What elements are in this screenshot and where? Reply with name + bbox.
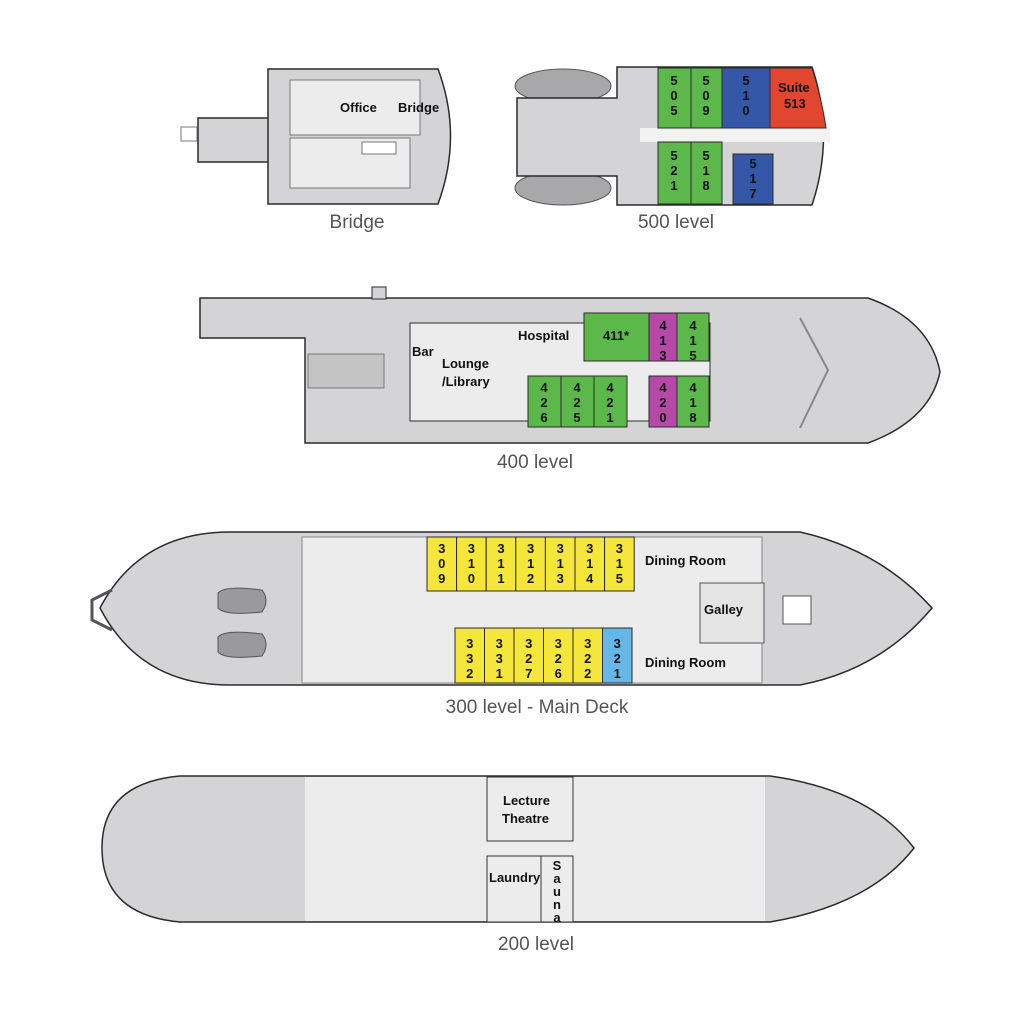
cabin-310[interactable]	[456, 536, 487, 592]
cabin-415[interactable]	[676, 312, 710, 362]
cabin-505[interactable]	[657, 67, 692, 129]
cabin-322[interactable]	[572, 627, 603, 684]
deck-name-bridge: Bridge	[329, 212, 385, 233]
cabin-420[interactable]	[648, 375, 678, 428]
cabin-518[interactable]	[690, 141, 723, 205]
stern-frame	[90, 588, 113, 632]
suite-label-line2: 513	[784, 96, 806, 111]
laundry-label: Laundry	[489, 870, 541, 885]
bridge-stern-extension	[197, 117, 271, 163]
cabin-411[interactable]	[583, 312, 650, 362]
zodiac-bottom	[217, 631, 267, 658]
bow-v-marking	[799, 317, 830, 429]
level-500-corridor	[640, 128, 830, 142]
lecture-label-line2: Theatre	[502, 811, 549, 826]
bridge-deck: Office Bridge	[180, 68, 452, 205]
bridge-interior-top	[289, 79, 421, 136]
galley-label: Galley	[704, 602, 744, 617]
galley-room	[699, 582, 765, 644]
office-label: Office	[340, 100, 377, 115]
cabin-421[interactable]	[593, 375, 628, 428]
dining-room-bottom-label: Dining Room	[645, 655, 726, 670]
cabin-label-411: 411*	[603, 328, 630, 343]
laundry-room	[486, 855, 542, 923]
bridge-room-label: Bridge	[398, 100, 439, 115]
deck-name-500: 500 level	[637, 212, 715, 233]
cabin-413[interactable]	[648, 312, 678, 362]
deck-name-300: 300 level - Main Deck	[445, 697, 629, 718]
cabin-332[interactable]	[454, 627, 485, 684]
cabin-311[interactable]	[485, 536, 517, 592]
cabin-312[interactable]	[515, 536, 546, 592]
deck-name-200: 200 level	[497, 934, 575, 955]
sauna-room	[540, 855, 574, 923]
cabin-321[interactable]	[602, 627, 633, 684]
bar-label: Bar	[412, 344, 434, 359]
cabin-517[interactable]	[732, 153, 774, 205]
lounge-label-line1: Lounge	[442, 356, 489, 371]
mast-stub	[371, 286, 387, 300]
lecture-label-line1: Lecture	[503, 793, 550, 808]
cabin-509[interactable]	[690, 67, 723, 129]
galley-box	[782, 595, 812, 625]
cabin-315[interactable]	[604, 536, 635, 592]
hospital-label: Hospital	[518, 328, 569, 343]
zodiac-top	[217, 587, 267, 614]
cabin-418[interactable]	[676, 375, 710, 428]
suite-label-line1: Suite	[778, 80, 810, 95]
cabin-309[interactable]	[426, 536, 458, 592]
lecture-theatre-room	[486, 776, 574, 842]
lounge-label-line2: /Library	[442, 374, 490, 389]
cabin-313[interactable]	[544, 536, 576, 592]
dining-room-top-label: Dining Room	[645, 553, 726, 568]
suite-513[interactable]	[769, 67, 827, 129]
bridge-stairs	[361, 141, 397, 155]
cabin-510[interactable]	[721, 67, 771, 129]
deck-hatch	[307, 353, 385, 389]
cabin-327[interactable]	[513, 627, 544, 684]
bridge-small-step	[180, 126, 198, 142]
deck-name-400: 400 level	[496, 452, 574, 473]
